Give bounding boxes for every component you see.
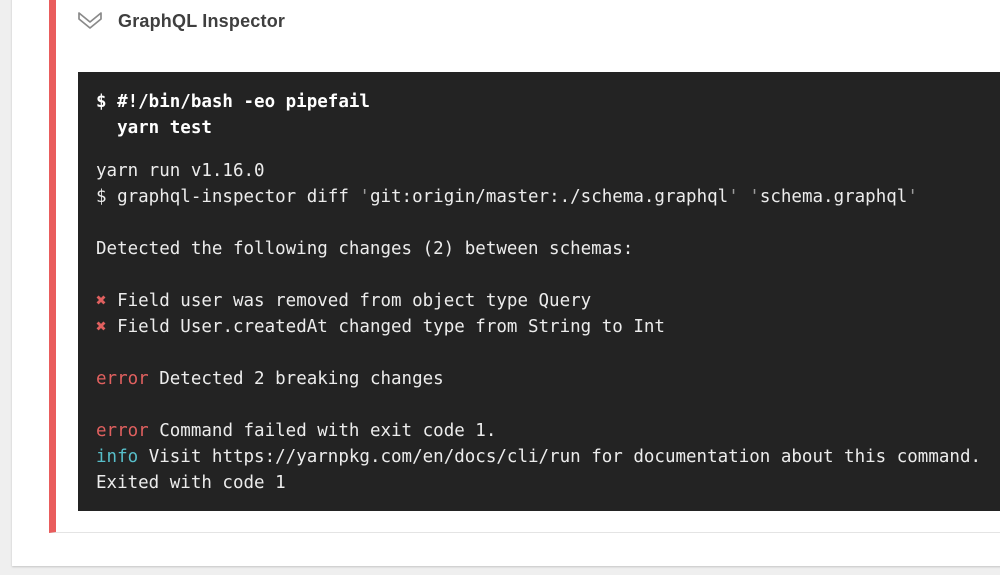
terminal-output: $ #!/bin/bash -eo pipefail yarn test yar… xyxy=(78,72,1000,511)
terminal-line xyxy=(96,210,988,236)
terminal-command-block: $ #!/bin/bash -eo pipefail yarn test xyxy=(96,89,988,141)
terminal-line: ✖ Field User.createdAt changed type from… xyxy=(96,317,665,337)
terminal-line: yarn run v1.16.0 xyxy=(96,161,265,181)
terminal-line: $ graphql-inspector diff 'git:origin/mas… xyxy=(96,187,918,207)
terminal-log-block: yarn run v1.16.0 $ graphql-inspector diff… xyxy=(96,158,988,496)
step-header[interactable]: GraphQL Inspector xyxy=(56,0,1000,47)
terminal-line: Detected the following changes (2) betwe… xyxy=(96,239,634,259)
terminal-line xyxy=(96,262,988,288)
build-step-card: GraphQL Inspector $ #!/bin/bash -eo pipe… xyxy=(49,0,1000,533)
terminal-line xyxy=(96,340,988,366)
step-title: GraphQL Inspector xyxy=(118,10,286,31)
build-output-panel: GraphQL Inspector $ #!/bin/bash -eo pipe… xyxy=(12,0,1000,566)
terminal-line: yarn test xyxy=(96,118,212,138)
terminal-line: error Detected 2 breaking changes xyxy=(96,369,444,389)
terminal-line xyxy=(96,392,988,418)
terminal-line: ✖ Field user was removed from object typ… xyxy=(96,291,592,311)
double-chevron-down-icon[interactable] xyxy=(76,10,104,32)
terminal-line: error Command failed with exit code 1. xyxy=(96,421,497,441)
terminal-line: $ #!/bin/bash -eo pipefail xyxy=(96,92,370,112)
terminal-line: info Visit https://yarnpkg.com/en/docs/c… xyxy=(96,447,982,467)
terminal-line: Exited with code 1 xyxy=(96,473,286,493)
